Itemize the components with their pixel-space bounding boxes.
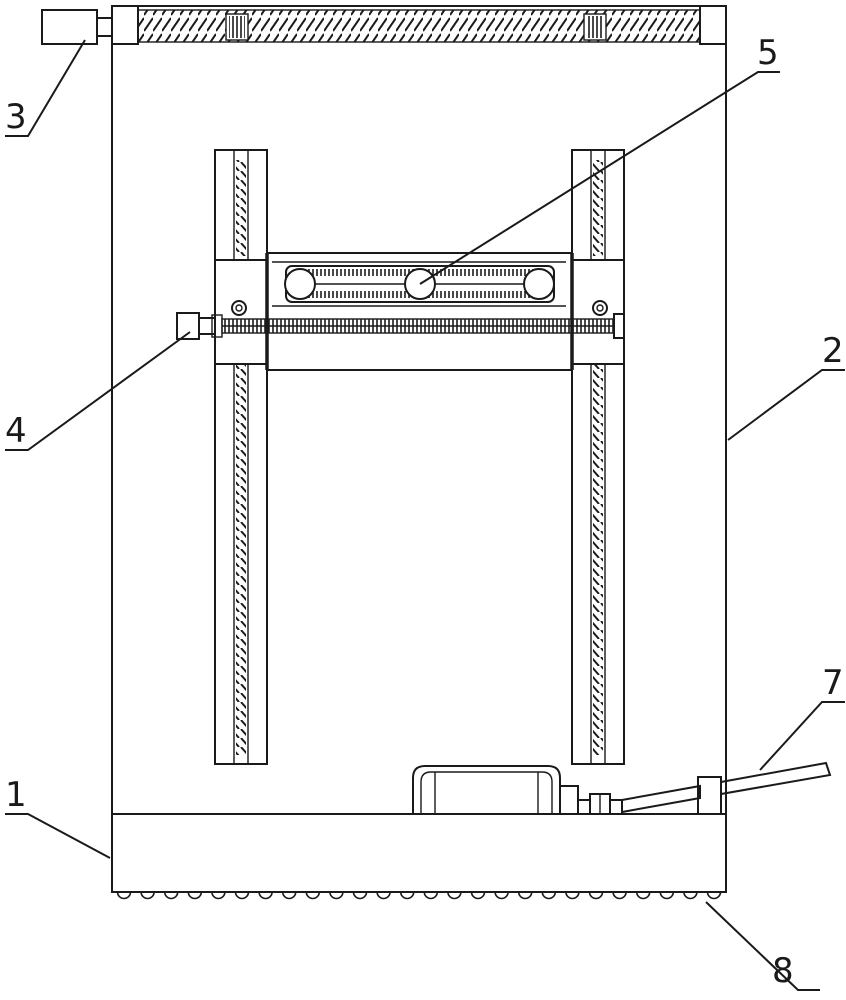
left-vertical-guide	[215, 150, 267, 764]
base-body	[112, 814, 726, 892]
right-slider-block	[572, 260, 624, 364]
label-2: 2	[822, 331, 844, 371]
label-5: 5	[757, 33, 779, 73]
label-3: 3	[5, 97, 27, 137]
label-1: 1	[5, 775, 27, 815]
top-lead-screw	[138, 10, 700, 42]
leader-lines	[5, 40, 845, 990]
label-4: 4	[5, 411, 27, 451]
label-7: 7	[822, 663, 844, 703]
pump-unit	[413, 766, 622, 814]
left-slider-block	[215, 260, 267, 364]
top-motor	[42, 10, 112, 44]
label-8: 8	[772, 951, 794, 991]
part-labels: 3 4 5 2 1 7 8	[5, 33, 844, 991]
housing	[112, 6, 726, 814]
roller-carriage	[267, 253, 572, 370]
right-vertical-guide	[572, 150, 624, 764]
